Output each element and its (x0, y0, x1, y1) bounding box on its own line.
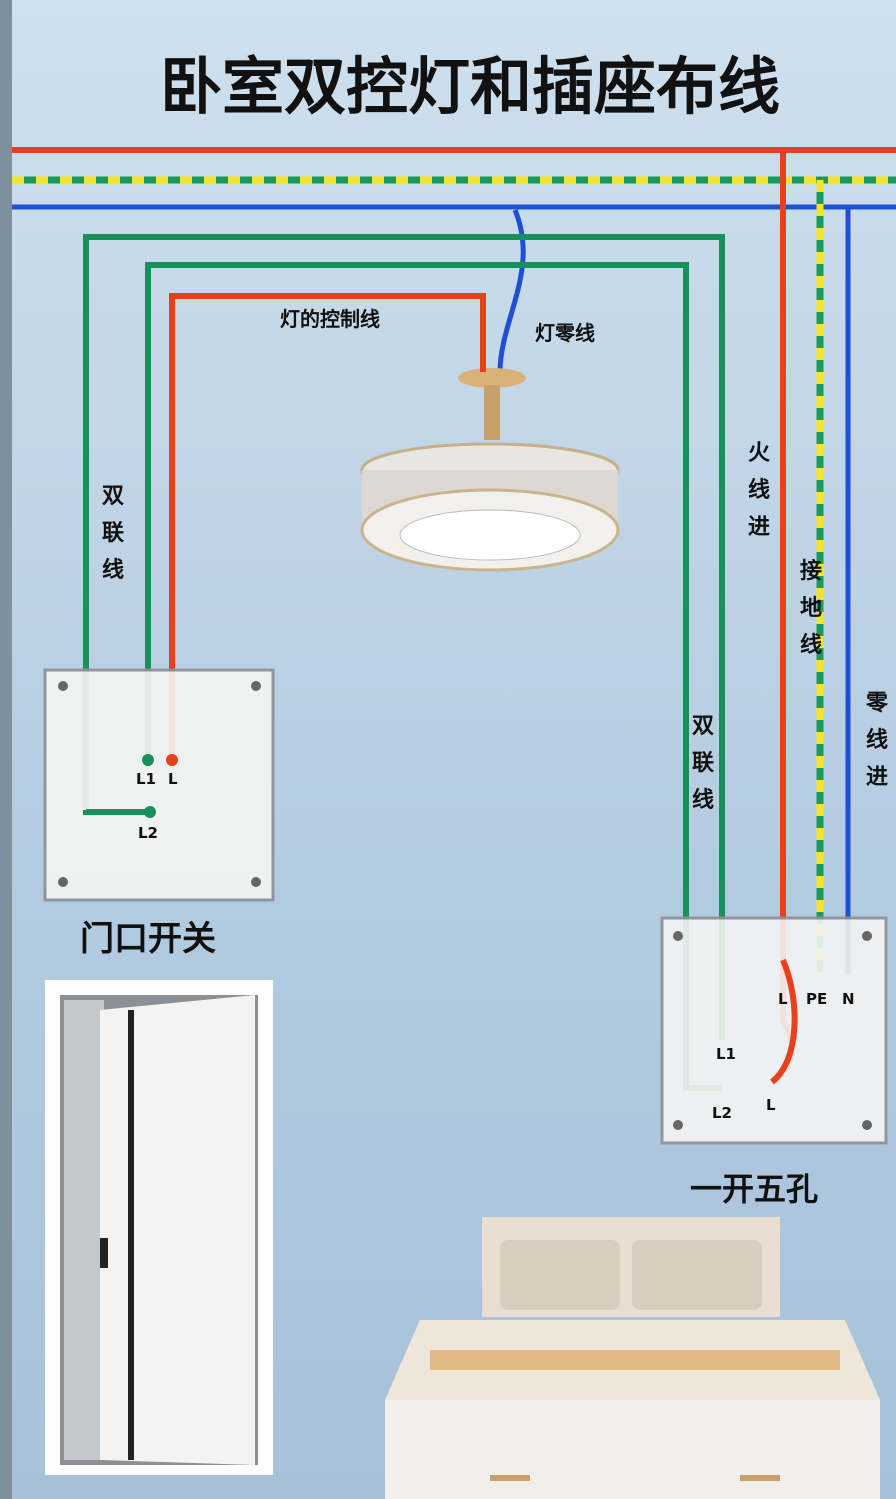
neutral-in-label: 线 (866, 727, 888, 753)
left-edge-strip (0, 0, 12, 1499)
socket-switch-label: 一开五孔 (690, 1170, 818, 1208)
traveler-label-left: 联 (102, 521, 124, 546)
terminal-l2: L2 (138, 824, 158, 842)
traveler-label-right: 双 (692, 714, 714, 739)
light-control-wire-label: 灯的控制线 (280, 307, 380, 331)
live-in-label: 火 (748, 441, 770, 466)
light-control-wire (169, 293, 486, 760)
live-in-label: 线 (748, 477, 770, 503)
light-neutral-wire-label: 灯零线 (535, 321, 595, 345)
door-switch (43, 668, 275, 902)
terminal-l-bottom: L (766, 1096, 776, 1114)
traveler-label-right: 线 (692, 787, 714, 813)
terminal-pe: PE (806, 990, 827, 1008)
traveler-wire-l1 (83, 234, 725, 1040)
terminal-l1: L1 (716, 1045, 736, 1063)
traveler-label-left: 线 (102, 557, 124, 583)
neutral-in-label: 进 (866, 765, 888, 790)
door-switch-label: 门口开关 (80, 919, 216, 959)
ground-wire-label: 地 (800, 596, 822, 621)
terminal-l: L (168, 770, 178, 788)
bed-image (385, 1217, 880, 1499)
traveler-wire-l1-end (83, 809, 150, 815)
lamp-neutral-wire (497, 209, 526, 373)
traveler-label-right: 联 (692, 751, 714, 776)
terminal-n: N (842, 990, 855, 1008)
traveler-label-left: 双 (102, 484, 124, 509)
page-title: 卧室双控灯和插座布线 (160, 50, 780, 123)
ceiling-fan-lamp (360, 368, 620, 572)
terminal-l: L (778, 990, 788, 1008)
terminal-l1: L1 (136, 770, 156, 788)
ground-wire-label: 线 (800, 632, 822, 658)
door-image (45, 980, 273, 1475)
neutral-in-label: 零 (865, 691, 889, 716)
ground-wire-label: 接 (800, 559, 822, 584)
live-in-label: 进 (748, 515, 770, 540)
socket-switch (660, 916, 888, 1145)
terminal-l2: L2 (712, 1104, 732, 1122)
